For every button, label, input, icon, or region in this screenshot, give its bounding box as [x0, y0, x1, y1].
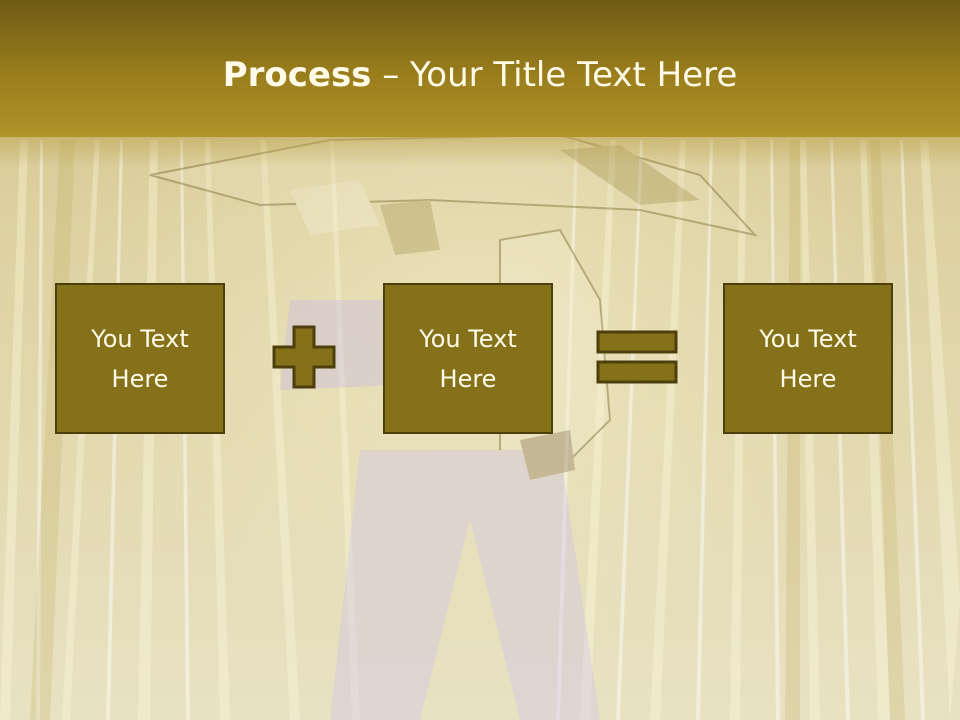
process-box-2-label: You Text Here — [419, 324, 517, 393]
equals-icon — [596, 330, 678, 384]
plus-icon — [272, 325, 336, 389]
title-bold: Process — [222, 55, 372, 95]
process-box-2[interactable]: You Text Here — [383, 283, 553, 434]
process-box-3[interactable]: You Text Here — [723, 283, 893, 434]
process-box-3-label: You Text Here — [759, 324, 857, 393]
title-rest: – Your Title Text Here — [371, 55, 738, 95]
title-bar — [0, 0, 960, 137]
process-box-1-label: You Text Here — [91, 324, 189, 393]
title-bar-shadow — [0, 137, 960, 167]
slide-title[interactable]: Process – Your Title Text Here — [0, 52, 960, 98]
process-box-1[interactable]: You Text Here — [55, 283, 225, 434]
